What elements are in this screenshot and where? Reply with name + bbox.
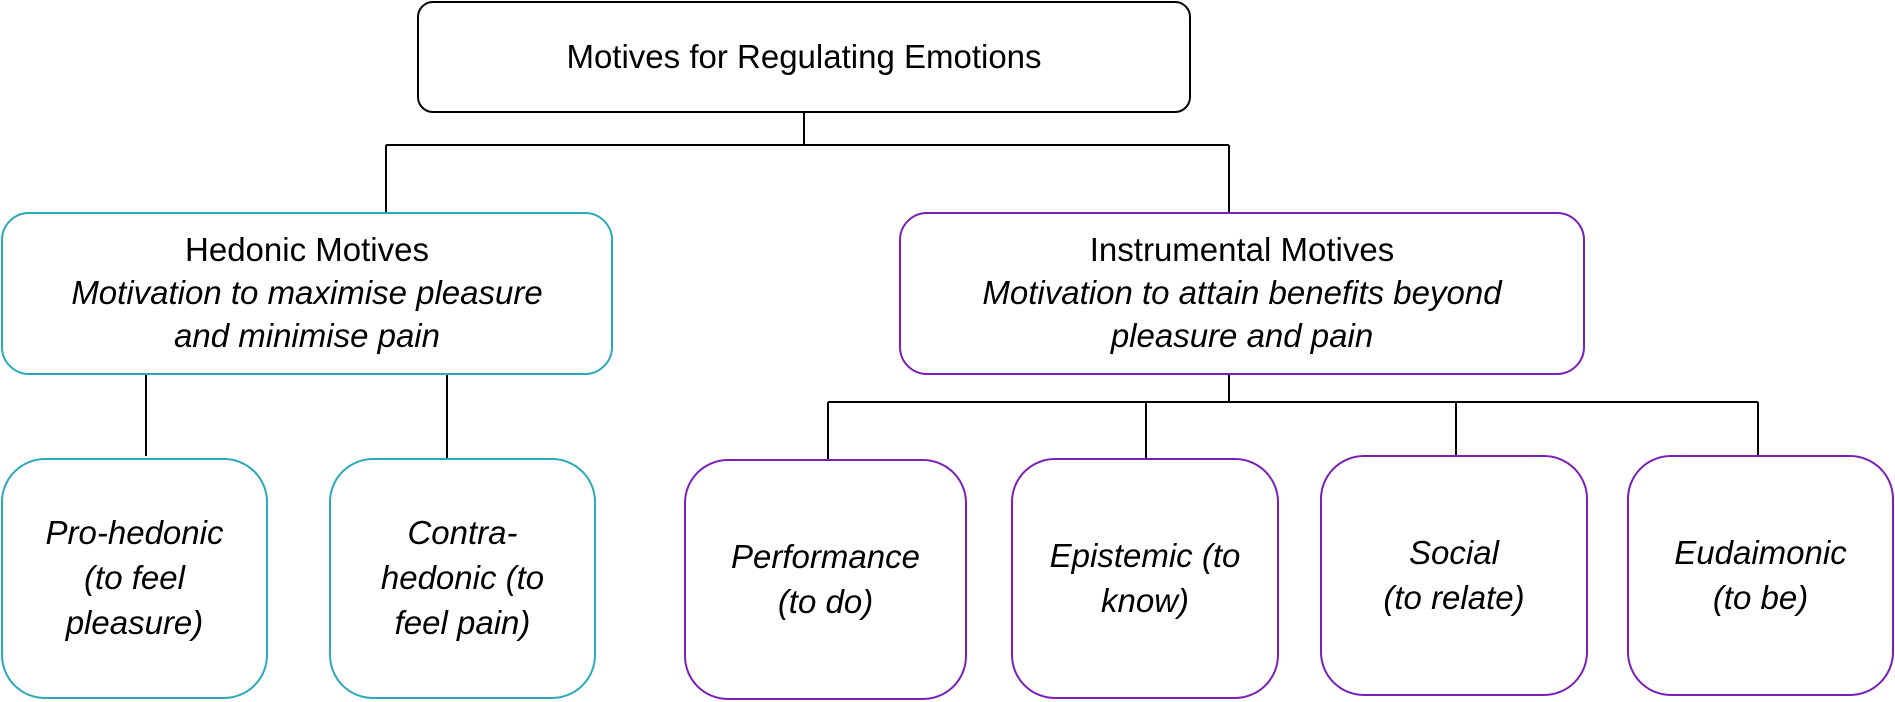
- instrumental-description-line1: Motivation to attain benefits beyond: [982, 274, 1502, 312]
- contra-hedonic-line1: Contra-: [407, 514, 518, 552]
- social-line1: Social: [1409, 533, 1499, 571]
- pro-hedonic-line3: pleasure): [65, 603, 204, 641]
- eudaimonic-line2: (to be): [1712, 578, 1809, 616]
- pro-hedonic-line1: Pro-hedonic: [45, 514, 224, 552]
- eudaimonic-node: Eudaimonic (to be): [1627, 455, 1894, 696]
- performance-line2: (to do): [777, 582, 874, 620]
- epistemic-node: Epistemic (to know): [1011, 458, 1279, 699]
- performance-node: Performance (to do): [684, 459, 967, 700]
- hedonic-description-line1: Motivation to maximise pleasure: [71, 274, 543, 312]
- contra-hedonic-line3: feel pain): [394, 603, 531, 641]
- social-line2: (to relate): [1383, 578, 1525, 616]
- eudaimonic-line1: Eudaimonic: [1674, 533, 1847, 571]
- root-label: Motives for Regulating Emotions: [566, 37, 1042, 75]
- social-node: Social (to relate): [1320, 455, 1588, 696]
- hedonic-description-line2: and minimise pain: [174, 316, 440, 354]
- hedonic-motives-node: Hedonic Motives Motivation to maximise p…: [1, 212, 613, 375]
- hedonic-title: Hedonic Motives: [185, 231, 429, 269]
- pro-hedonic-node: Pro-hedonic (to feel pleasure): [1, 458, 268, 699]
- epistemic-line1: Epistemic (to: [1049, 536, 1241, 574]
- contra-hedonic-line2: hedonic (to: [380, 559, 545, 597]
- pro-hedonic-line2: (to feel: [84, 559, 185, 597]
- performance-line1: Performance: [731, 537, 920, 575]
- instrumental-motives-node: Instrumental Motives Motivation to attai…: [899, 212, 1585, 375]
- epistemic-line2: know): [1100, 581, 1190, 619]
- instrumental-description-line2: pleasure and pain: [1110, 316, 1374, 354]
- contra-hedonic-node: Contra- hedonic (to feel pain): [329, 458, 596, 699]
- instrumental-title: Instrumental Motives: [1089, 231, 1395, 269]
- root-node: Motives for Regulating Emotions: [417, 1, 1191, 113]
